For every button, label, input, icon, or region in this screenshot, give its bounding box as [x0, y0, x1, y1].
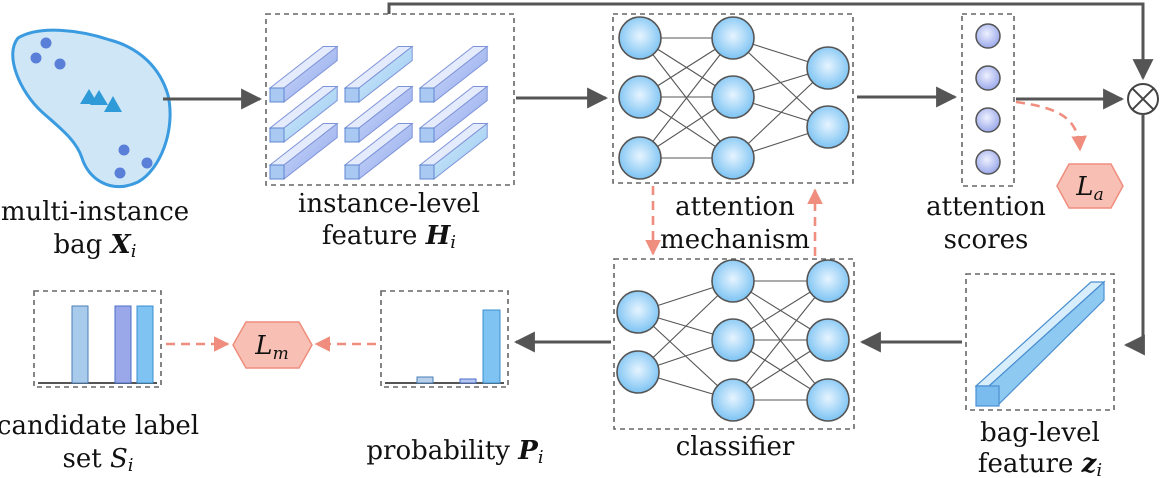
net-node [806, 46, 850, 90]
score-node [975, 149, 1001, 175]
feature-rod [418, 85, 489, 144]
probability-label: probability Pi [366, 436, 543, 468]
feature-label-line1: instance-level [298, 189, 480, 219]
bag-feature-box [965, 273, 1115, 411]
multiply-node [1127, 83, 1159, 115]
dashed-arrow-to-attention-loss [1015, 100, 1087, 152]
candidate-bar [136, 305, 154, 384]
net-node [806, 318, 850, 362]
attention-label-line1: attention [675, 192, 795, 222]
arrow-skip-to-multiply [387, 2, 1154, 81]
main-loss-symbol: Lm [254, 331, 288, 364]
candidate-label-line2: set Si [62, 444, 133, 476]
net-node [618, 16, 662, 60]
feature-rod [343, 45, 414, 104]
feature-label-line2: feature Hi [322, 221, 456, 253]
probability-bars [385, 309, 504, 384]
attention-loss: La [1056, 163, 1124, 209]
feature-rod [418, 122, 489, 181]
feature-rod [268, 45, 339, 104]
feature-rod [343, 85, 414, 144]
net-node [711, 259, 755, 303]
prob-bar [416, 376, 434, 384]
attention-loss-symbol: La [1075, 172, 1103, 205]
candidate-bar [114, 305, 132, 384]
feature-rod [268, 122, 339, 181]
candidate-bars [38, 305, 157, 384]
candidate-bar [71, 305, 89, 384]
net-node [711, 136, 755, 180]
candidate-set-box [33, 290, 162, 388]
main-loss: Lm [232, 321, 313, 369]
net-node [616, 350, 660, 394]
classifier-box [613, 258, 855, 430]
bag-label-line2: bag Xi [53, 230, 136, 262]
prob-bar [482, 309, 501, 384]
feature-rod [343, 122, 414, 181]
net-node [711, 75, 755, 119]
bag-feature-label-line1: bag-level [980, 418, 1100, 448]
score-node [975, 107, 1001, 133]
classifier-label: classifier [676, 432, 795, 462]
prob-bar [459, 378, 477, 384]
net-edge [639, 37, 734, 159]
multi-instance-bag [11, 28, 172, 189]
net-node [711, 378, 755, 422]
attention-score-nodes [975, 23, 1001, 175]
attention-scores-box [961, 13, 1015, 187]
net-edge [732, 280, 829, 401]
attention-network [618, 16, 850, 180]
score-node [975, 65, 1001, 91]
bag-feature-rod [974, 280, 1106, 407]
bag-label-line1: multi-instance [1, 197, 189, 227]
net-node [618, 75, 662, 119]
net-edge [732, 67, 829, 159]
bag-feature-label-line2: feature zi [978, 449, 1102, 478]
net-node [711, 318, 755, 362]
attention-mechanism-box [612, 13, 854, 184]
feature-rod [268, 85, 339, 144]
scores-label-line1: attention [926, 192, 1046, 222]
feature-rod [418, 45, 489, 104]
candidate-label-line1: candidate label [0, 411, 199, 441]
net-edge [637, 280, 734, 373]
arrow-multiply-to-bag-feature [1123, 114, 1145, 356]
net-node [711, 16, 755, 60]
net-node [806, 378, 850, 422]
instance-feature-rods [268, 45, 489, 181]
classifier-network [616, 259, 850, 422]
net-node [616, 290, 660, 334]
net-node [806, 105, 850, 149]
score-node [975, 23, 1001, 49]
net-node [618, 136, 662, 180]
net-node [806, 259, 850, 303]
probability-box [380, 290, 509, 388]
instance-feature-box [265, 13, 515, 186]
scores-label-line2: scores [944, 225, 1029, 255]
attention-label-line2: mechanism [660, 225, 810, 255]
